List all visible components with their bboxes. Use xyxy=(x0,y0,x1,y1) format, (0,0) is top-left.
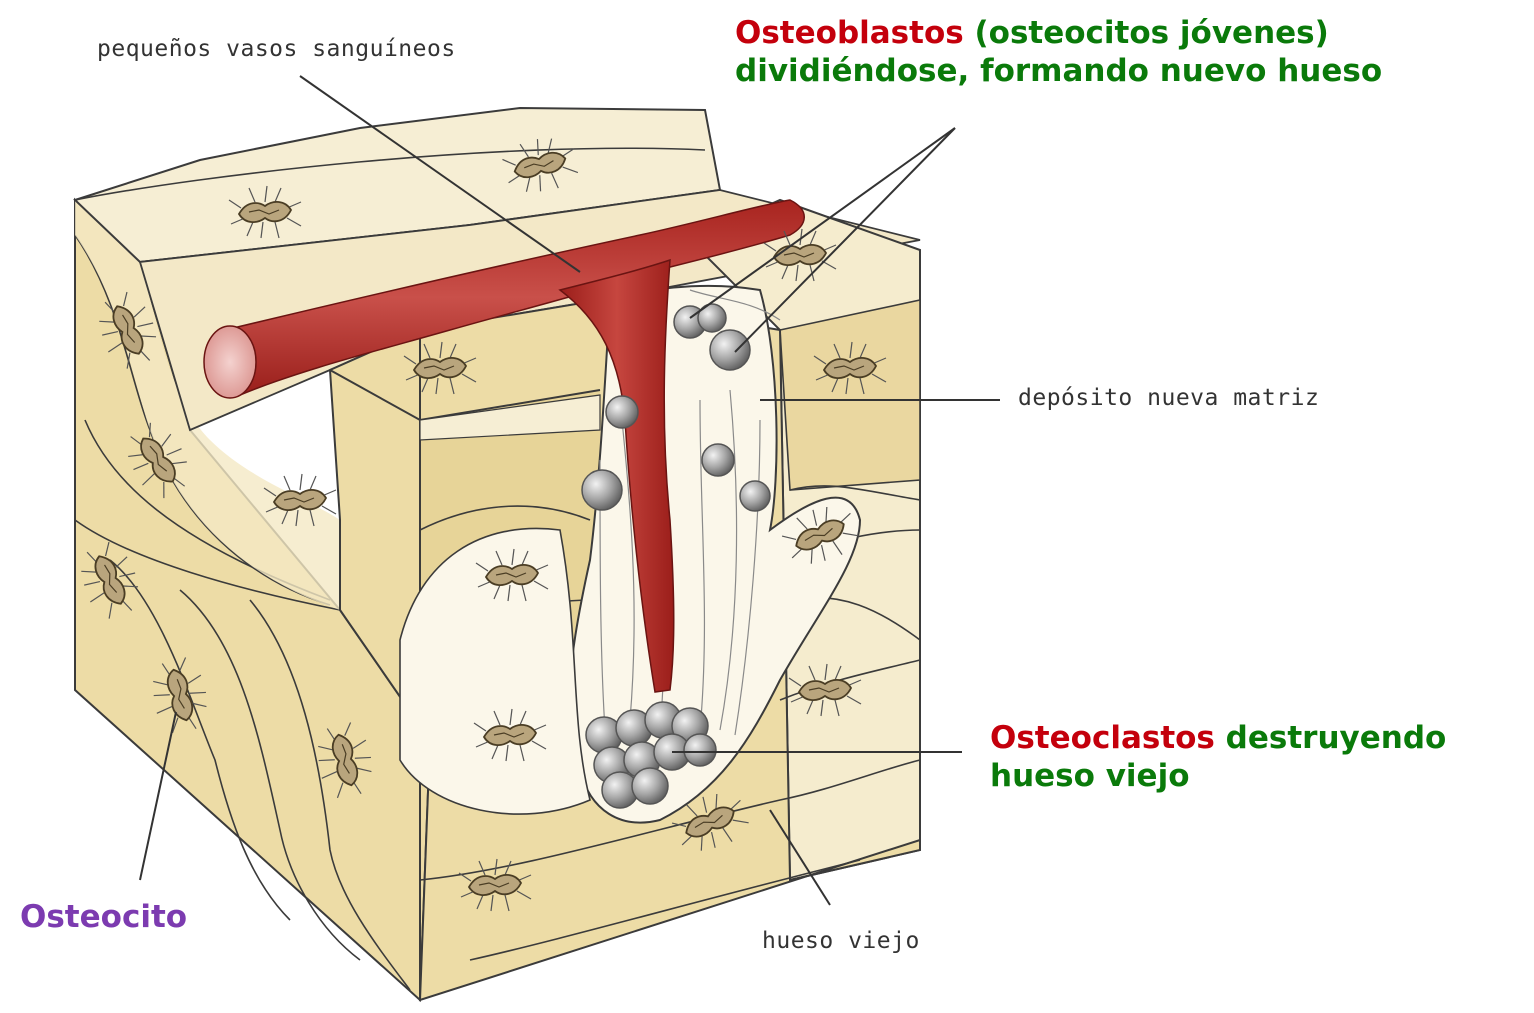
label-osteoclasts: Osteoclastos destruyendo hueso viejo xyxy=(990,719,1446,795)
osteoblasts-desc-2: dividiéndose, formando nuevo hueso xyxy=(735,52,1382,90)
label-osteocyte: Osteocito xyxy=(20,898,187,936)
label-old-bone: hueso viejo xyxy=(762,928,920,954)
label-matrix: depósito nueva matriz xyxy=(1018,385,1319,411)
osteoclasts-desc-2: hueso viejo xyxy=(990,757,1446,795)
osteoblasts-desc-1: (osteocitos jóvenes) xyxy=(964,15,1329,51)
osteoclasts-term: Osteoclastos xyxy=(990,720,1215,756)
label-osteoblasts: Osteoblastos (osteocitos jóvenes) dividi… xyxy=(735,14,1382,90)
label-vessels: pequeños vasos sanguíneos xyxy=(97,36,456,62)
osteoclasts-desc-1: destruyendo xyxy=(1215,720,1446,756)
osteoblasts-term: Osteoblastos xyxy=(735,15,964,51)
